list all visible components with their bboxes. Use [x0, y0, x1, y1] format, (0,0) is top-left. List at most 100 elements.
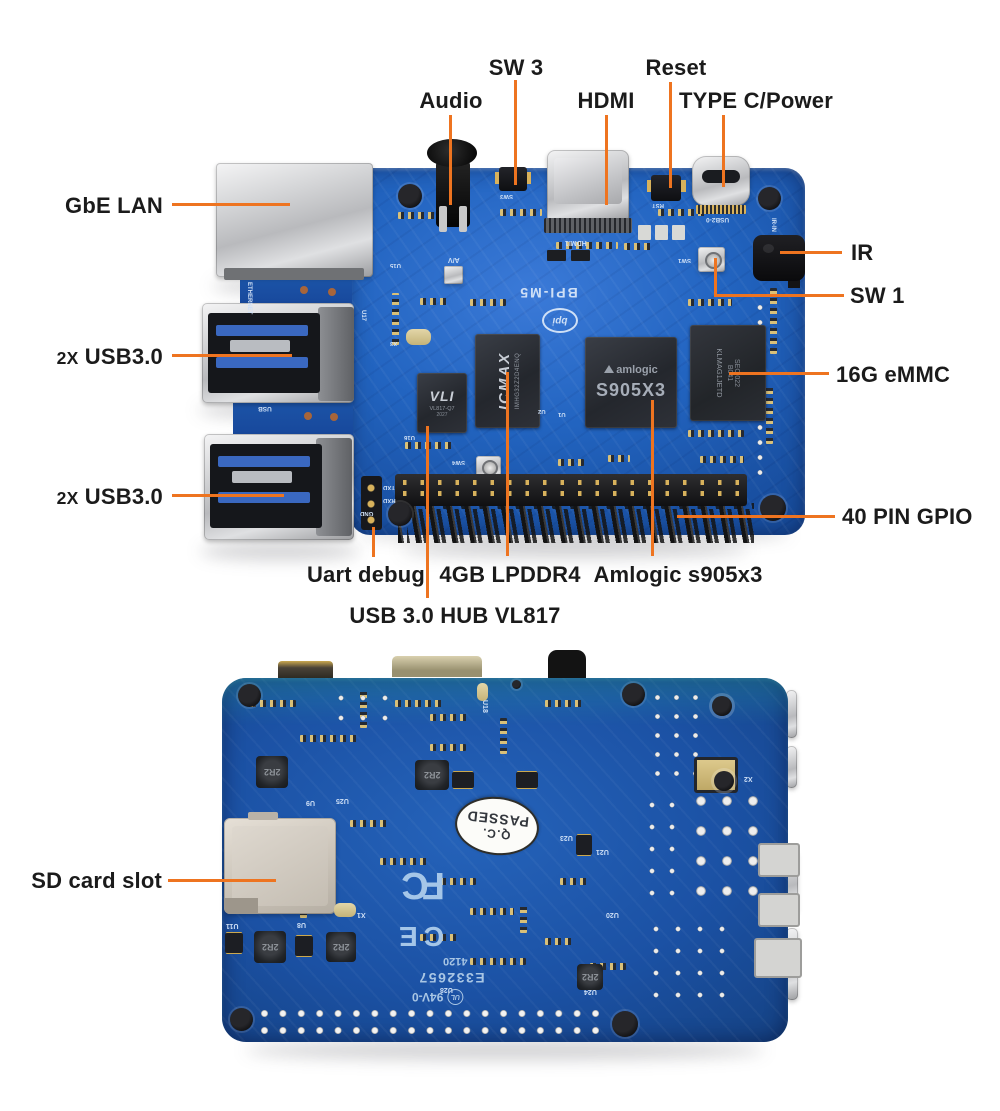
usb3-contact: [232, 471, 292, 483]
soic-chip: [576, 835, 592, 855]
label-reset: Reset: [645, 55, 707, 80]
ir-receiver-lens: [763, 244, 774, 253]
mounting-hole: [758, 187, 781, 210]
ce-mark: CE: [393, 921, 444, 952]
mounting-hole: [612, 1011, 638, 1037]
shadow: [245, 1040, 765, 1060]
label-audio: Audio: [419, 88, 483, 113]
sw3-switch-pin: [495, 172, 500, 184]
silk-u17: U17: [360, 310, 366, 322]
passives: [250, 700, 296, 707]
gpio-pin-row: [403, 491, 739, 496]
silk-x1: X1: [357, 911, 366, 918]
uart-debug-header: [361, 476, 382, 530]
audio-jack-flange: [427, 139, 477, 167]
crystal: [406, 329, 431, 345]
passives: [300, 735, 360, 742]
silk-av: A/V: [448, 256, 460, 263]
callout-line-sw1-h: [714, 294, 844, 297]
silk-date-code: 4120: [443, 955, 468, 967]
mounting-hole: [238, 684, 261, 707]
silk-x3: X3: [390, 340, 398, 346]
label-typec: TYPE C/Power: [679, 88, 833, 113]
passives: [608, 455, 630, 462]
pad-grid: [642, 794, 682, 904]
ram-chip-part: IMHG32Z2D4ENQ: [514, 352, 520, 410]
passives: [500, 718, 507, 754]
callout-line-ir: [780, 251, 842, 254]
gpio-pins: [398, 503, 754, 543]
passives: [420, 934, 460, 941]
callout-line-uart: [372, 527, 375, 557]
sd-card-slot-face: [232, 826, 328, 906]
crystal: [477, 683, 488, 701]
via-pad: [328, 288, 336, 296]
silk-u16: U16: [404, 434, 416, 440]
passives: [688, 299, 732, 306]
usb3-port-upper-back: [318, 307, 354, 401]
silk-sw1: SW1: [678, 257, 692, 263]
callout-line-typec: [722, 115, 725, 187]
label-lpddr4: 4GB LPDDR4: [439, 562, 581, 587]
soc-chip-brand: amlogic: [604, 364, 658, 376]
fuse: [672, 225, 685, 240]
hdmi-port-face: [554, 158, 622, 204]
passives: [380, 858, 430, 865]
passives: [624, 243, 654, 250]
fuse: [638, 225, 651, 240]
gbe-lan-port: [216, 163, 373, 277]
passives: [395, 700, 445, 707]
silk-flammability: 94V-0: [412, 990, 444, 1004]
label-soc: Amlogic s905x3: [593, 562, 763, 587]
passives: [398, 212, 438, 219]
inductor: 2R2: [577, 964, 603, 990]
via-pad: [330, 413, 338, 421]
shadow: [200, 542, 360, 560]
passives: [766, 386, 773, 444]
silk-hdmi: HDMI1: [565, 239, 587, 246]
gpio-pin-row: [403, 480, 739, 485]
audio-jack-rear: [548, 650, 586, 678]
usb-c-port-rear: [278, 661, 333, 678]
silk-x2: X2: [744, 775, 753, 782]
sw1-button-cap: [705, 252, 722, 269]
passives: [470, 958, 526, 965]
hdmi-port-rear: [392, 656, 482, 677]
silk-u24: U24: [584, 988, 597, 995]
passives: [545, 700, 585, 707]
passives: [420, 298, 450, 305]
small-ic: [225, 933, 243, 953]
fcc-mark: FC: [408, 864, 445, 906]
passives: [470, 299, 506, 306]
reset-switch-pin: [647, 180, 652, 192]
connector-edge: [786, 746, 797, 788]
amlogic-logo-icon: [604, 365, 615, 373]
silk-u11: U11: [226, 922, 239, 929]
usb3-tongue: [216, 357, 308, 368]
gpio-header: [395, 474, 747, 506]
silk-usb: USB: [258, 405, 272, 412]
label-sw3: SW 3: [488, 55, 544, 80]
silk-sw4: SW4: [452, 459, 466, 465]
rivet: [714, 771, 734, 791]
silk-u2: U2: [538, 408, 546, 414]
connector-footprint: [754, 938, 802, 978]
usb-hub-chip-part: VL817-Q7: [429, 406, 455, 412]
usb-hub-chip-logo: VLI: [429, 388, 455, 404]
callout-line-soc: [651, 400, 654, 556]
passives: [350, 820, 390, 827]
passives: [405, 442, 455, 449]
callout-line-usb3-lower: [172, 494, 284, 497]
pad-grid: [688, 786, 758, 916]
connector-footprint: [758, 893, 800, 927]
label-emmc: 16G eMMC: [836, 362, 951, 387]
silk-u9: U9: [306, 799, 315, 806]
callout-line-sd-card: [168, 879, 276, 882]
passives: [545, 938, 575, 945]
inductor: 2R2: [254, 931, 286, 963]
usb3-tongue: [218, 456, 310, 467]
pad-grid: [645, 918, 741, 1004]
label-uart-debug: Uart debug: [306, 562, 426, 587]
connector-footprint: [758, 843, 800, 877]
passives: [560, 878, 590, 885]
